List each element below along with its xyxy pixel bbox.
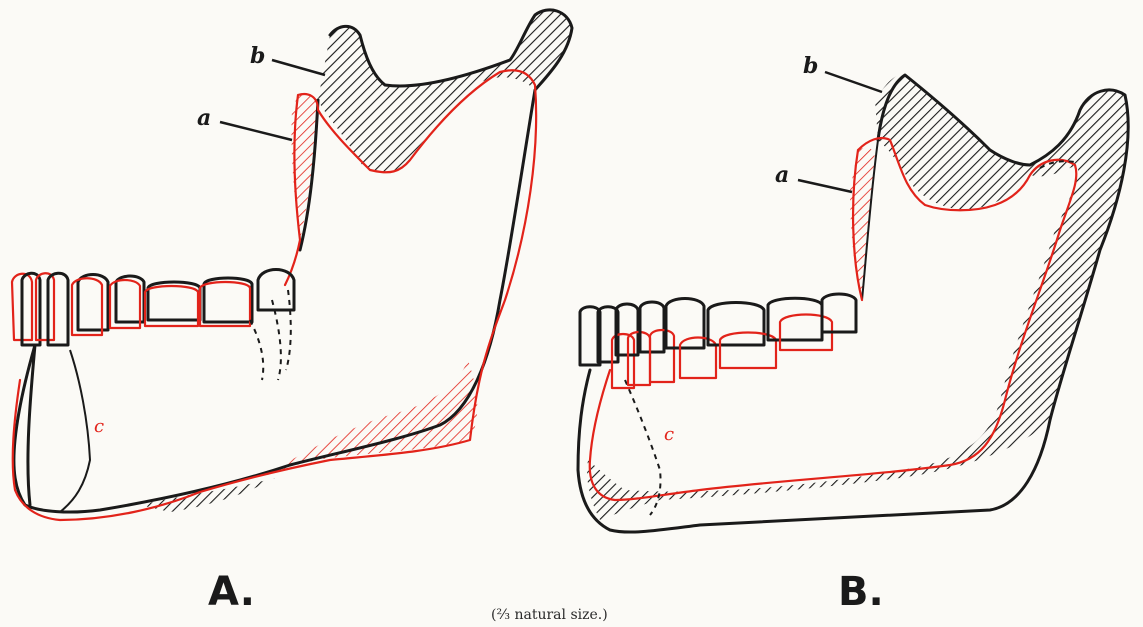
figure-a-callout-a: a xyxy=(197,105,211,131)
figure-a-callout-a-line xyxy=(220,122,292,140)
figure-b: b a c B. xyxy=(578,53,1128,615)
figure-a-symphysis-line xyxy=(60,350,90,512)
figure-a-teeth xyxy=(12,270,294,346)
figure-a-notch-mark: c xyxy=(94,416,104,437)
figure-b-notch-mark: c xyxy=(664,424,674,445)
figure-a-red-hatch-angle xyxy=(260,360,477,478)
figure-a-stipple-region xyxy=(250,290,291,380)
figure-b-label: B. xyxy=(838,569,884,615)
figure-b-callout-b: b xyxy=(803,53,818,79)
figure-b-black-hatch-ramus xyxy=(587,75,1128,520)
figure-a-label: A. xyxy=(208,569,255,615)
figure-a-red-outline xyxy=(13,70,536,520)
figure-a: b a c A. xyxy=(12,10,572,615)
figure-a-callout-b-line xyxy=(272,60,325,75)
figure-b-callout-a: a xyxy=(775,162,789,188)
figure-a-black-hatch-chin xyxy=(140,478,275,512)
figure-b-callout-a-line xyxy=(798,180,852,192)
figure-b-teeth xyxy=(580,294,856,388)
figure-a-callout-b: b xyxy=(250,43,265,69)
caption: (⅔ natural size.) xyxy=(491,607,608,623)
figure-b-callout-b-line xyxy=(825,72,882,92)
